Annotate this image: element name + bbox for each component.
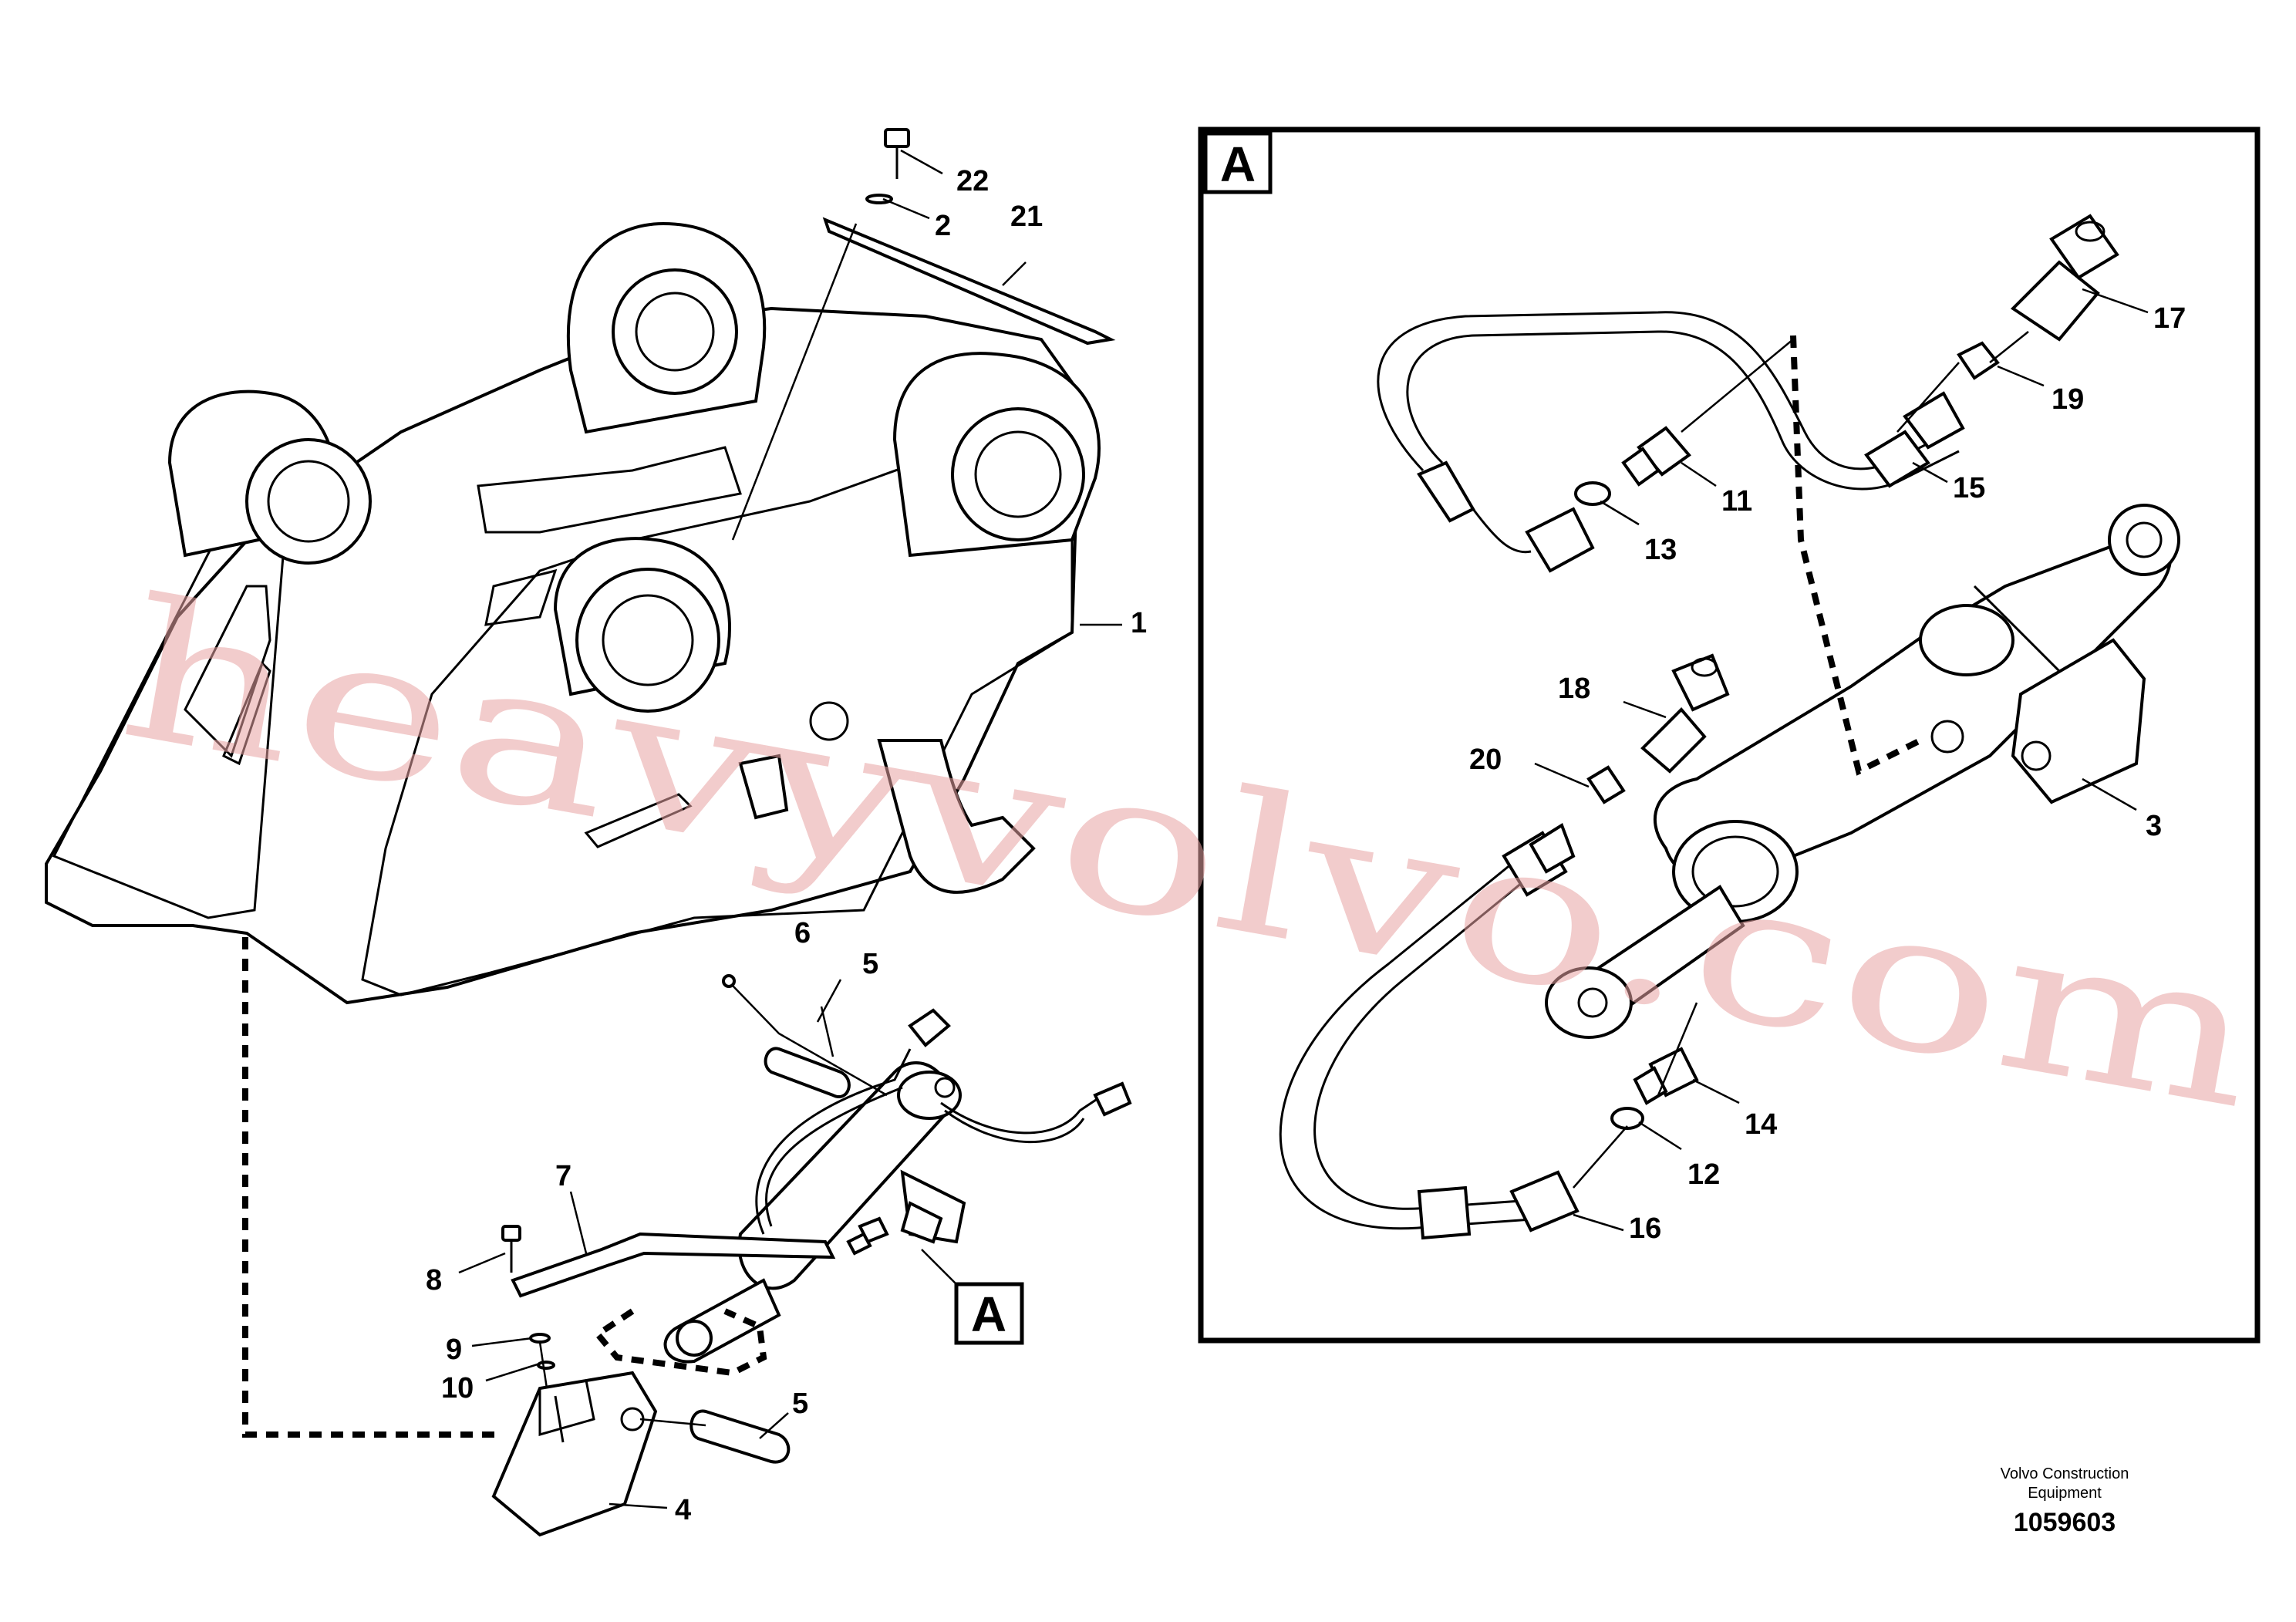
o-ring-12 (1610, 1107, 1644, 1130)
callout-5b: 5 (792, 1388, 808, 1420)
washer-10 (537, 1361, 555, 1370)
nut-19 (1957, 341, 2000, 380)
pin-5-upper (764, 1047, 851, 1098)
elbow-17 (2010, 214, 2119, 342)
leader-lines-right (1534, 288, 2149, 1232)
callout-18: 18 (1558, 673, 1590, 705)
elbow-18 (1640, 653, 1730, 774)
callout-labels: 22 2 21 1 6 5 7 8 9 10 5 4 17 19 11 15 1… (426, 165, 2186, 1526)
pin-5-lower (689, 1409, 791, 1464)
callout-2: 2 (935, 210, 951, 242)
callout-8: 8 (426, 1264, 442, 1297)
bolt-8 (501, 1225, 521, 1273)
caption-block: Volvo Construction Equipment 1059603 (2001, 1465, 2129, 1537)
grease-nipple-6 (722, 974, 736, 988)
callout-5a: 5 (862, 948, 878, 980)
leader-lines-left (458, 149, 1122, 1509)
o-ring-13 (1574, 481, 1611, 506)
callout-9: 9 (446, 1334, 462, 1366)
caption-company-line1: Volvo Construction (2001, 1465, 2129, 1482)
cover-plate (822, 217, 1116, 346)
callout-4: 4 (675, 1494, 691, 1526)
bolt-22 (884, 128, 910, 179)
callout-11: 11 (1721, 485, 1752, 518)
callout-7: 7 (555, 1160, 571, 1192)
dashed-link-left (242, 937, 501, 1438)
callout-3: 3 (2146, 810, 2162, 842)
detail-cylinder (1545, 504, 2180, 1039)
callout-13: 13 (1644, 534, 1677, 566)
callout-1: 1 (1131, 607, 1147, 639)
callout-21: 21 (1010, 201, 1043, 233)
callout-15: 15 (1953, 472, 1985, 504)
adapter-11 (1621, 426, 1691, 487)
callout-14: 14 (1745, 1108, 1777, 1141)
detail-a-label: A (1220, 137, 1256, 192)
callout-12: 12 (1687, 1158, 1720, 1191)
callout-10: 10 (441, 1372, 474, 1404)
callout-17: 17 (2153, 302, 2186, 335)
washer-9 (529, 1333, 551, 1344)
callout-22: 22 (956, 165, 989, 197)
caption-company-line2: Equipment (2028, 1485, 2102, 1502)
hose-end-15 (1864, 391, 1965, 488)
dashed-link-detail (1790, 335, 1922, 776)
lower-hose (1279, 823, 1580, 1240)
callout-19: 19 (2052, 383, 2084, 416)
callout-20: 20 (1469, 744, 1502, 776)
rod-7 (511, 1232, 836, 1298)
callout-16: 16 (1629, 1212, 1661, 1245)
upper-hose (1377, 311, 1960, 573)
nut-20 (1586, 765, 1626, 804)
quick-coupler-frame (45, 221, 1101, 1005)
detail-ref-a-label: A (971, 1286, 1006, 1342)
caption-drawing-number: 1059603 (2014, 1508, 2116, 1537)
lock-cylinder-assembly (663, 1008, 1132, 1364)
lock-block-4 (491, 1371, 658, 1537)
callout-6: 6 (794, 917, 811, 949)
detail-ref-a-box: A (954, 1282, 1024, 1345)
